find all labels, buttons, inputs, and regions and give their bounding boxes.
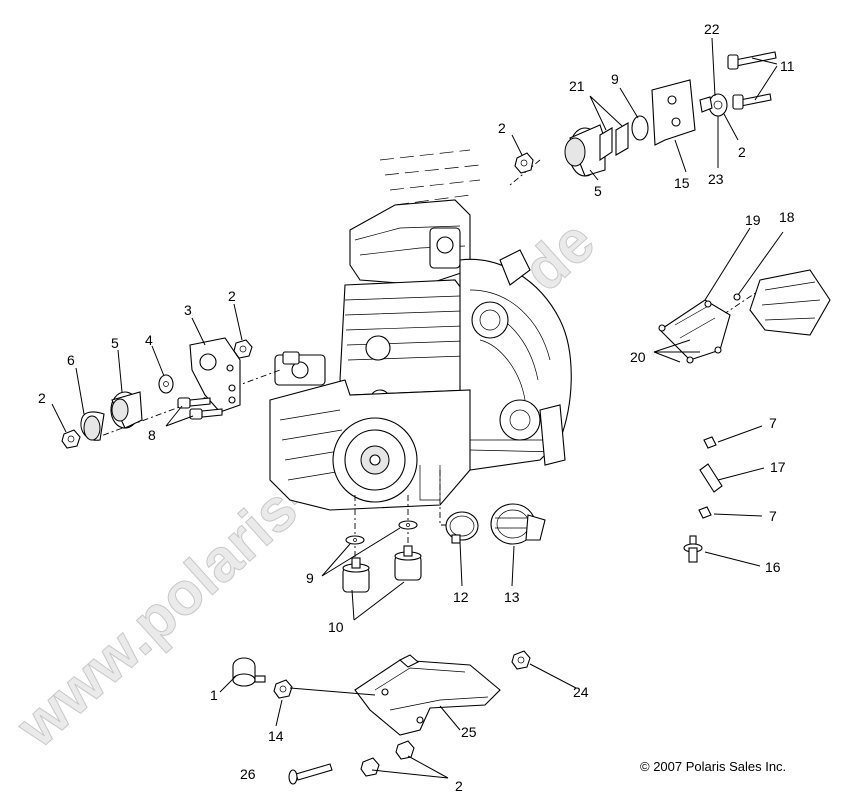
callout-6: 6 — [67, 352, 75, 368]
callout-2-bottom: 2 — [455, 778, 463, 794]
callout-2-top: 2 — [498, 120, 506, 136]
lower-mount-assembly — [342, 503, 546, 593]
callout-10: 10 — [328, 619, 344, 635]
callout-4: 4 — [145, 332, 153, 348]
callout-2-right: 2 — [738, 144, 746, 160]
callout-11: 11 — [780, 58, 795, 74]
callout-2-left: 2 — [38, 390, 46, 406]
axis-line-top-mount — [509, 159, 541, 186]
ecu-bracket-assembly — [658, 269, 831, 364]
engine-assembly — [269, 149, 572, 511]
callout-5-left: 5 — [111, 335, 119, 351]
callout-8: 8 — [148, 427, 156, 443]
callout-25: 25 — [461, 724, 477, 740]
callout-12: 12 — [453, 589, 469, 605]
callout-17: 17 — [770, 459, 786, 475]
callout-14: 14 — [268, 728, 284, 744]
axis-line-bracket — [699, 289, 761, 331]
front-mount-assembly — [61, 337, 253, 449]
callout-26: 26 — [240, 766, 256, 782]
callout-2-mid: 2 — [228, 288, 236, 304]
callout-20: 20 — [630, 349, 646, 365]
callout-19: 19 — [745, 212, 761, 228]
callout-24: 24 — [573, 684, 589, 700]
callout-21: 21 — [569, 78, 585, 94]
callout-labels: 22 11 21 9 2 2 5 15 23 19 18 20 3 2 6 5 … — [38, 21, 795, 794]
callout-13: 13 — [504, 589, 520, 605]
callout-18: 18 — [779, 209, 795, 225]
callout-7-bottom: 7 — [769, 508, 777, 524]
callout-9-top: 9 — [611, 71, 619, 87]
callout-3: 3 — [184, 302, 192, 318]
link-parts — [683, 436, 723, 563]
callout-1: 1 — [210, 687, 218, 703]
rear-mount-assembly — [514, 51, 777, 177]
callout-16: 16 — [765, 559, 781, 575]
leader-lines — [51, 37, 784, 779]
skid-plate-assembly — [232, 650, 531, 785]
callout-23: 23 — [708, 171, 724, 187]
callout-15: 15 — [674, 175, 690, 191]
callout-7-top: 7 — [769, 415, 777, 431]
callout-5-top: 5 — [594, 183, 602, 199]
copyright-notice: © 2007 Polaris Sales Inc. — [640, 759, 786, 774]
callout-22: 22 — [704, 21, 720, 37]
callout-9-bottom: 9 — [306, 570, 314, 586]
